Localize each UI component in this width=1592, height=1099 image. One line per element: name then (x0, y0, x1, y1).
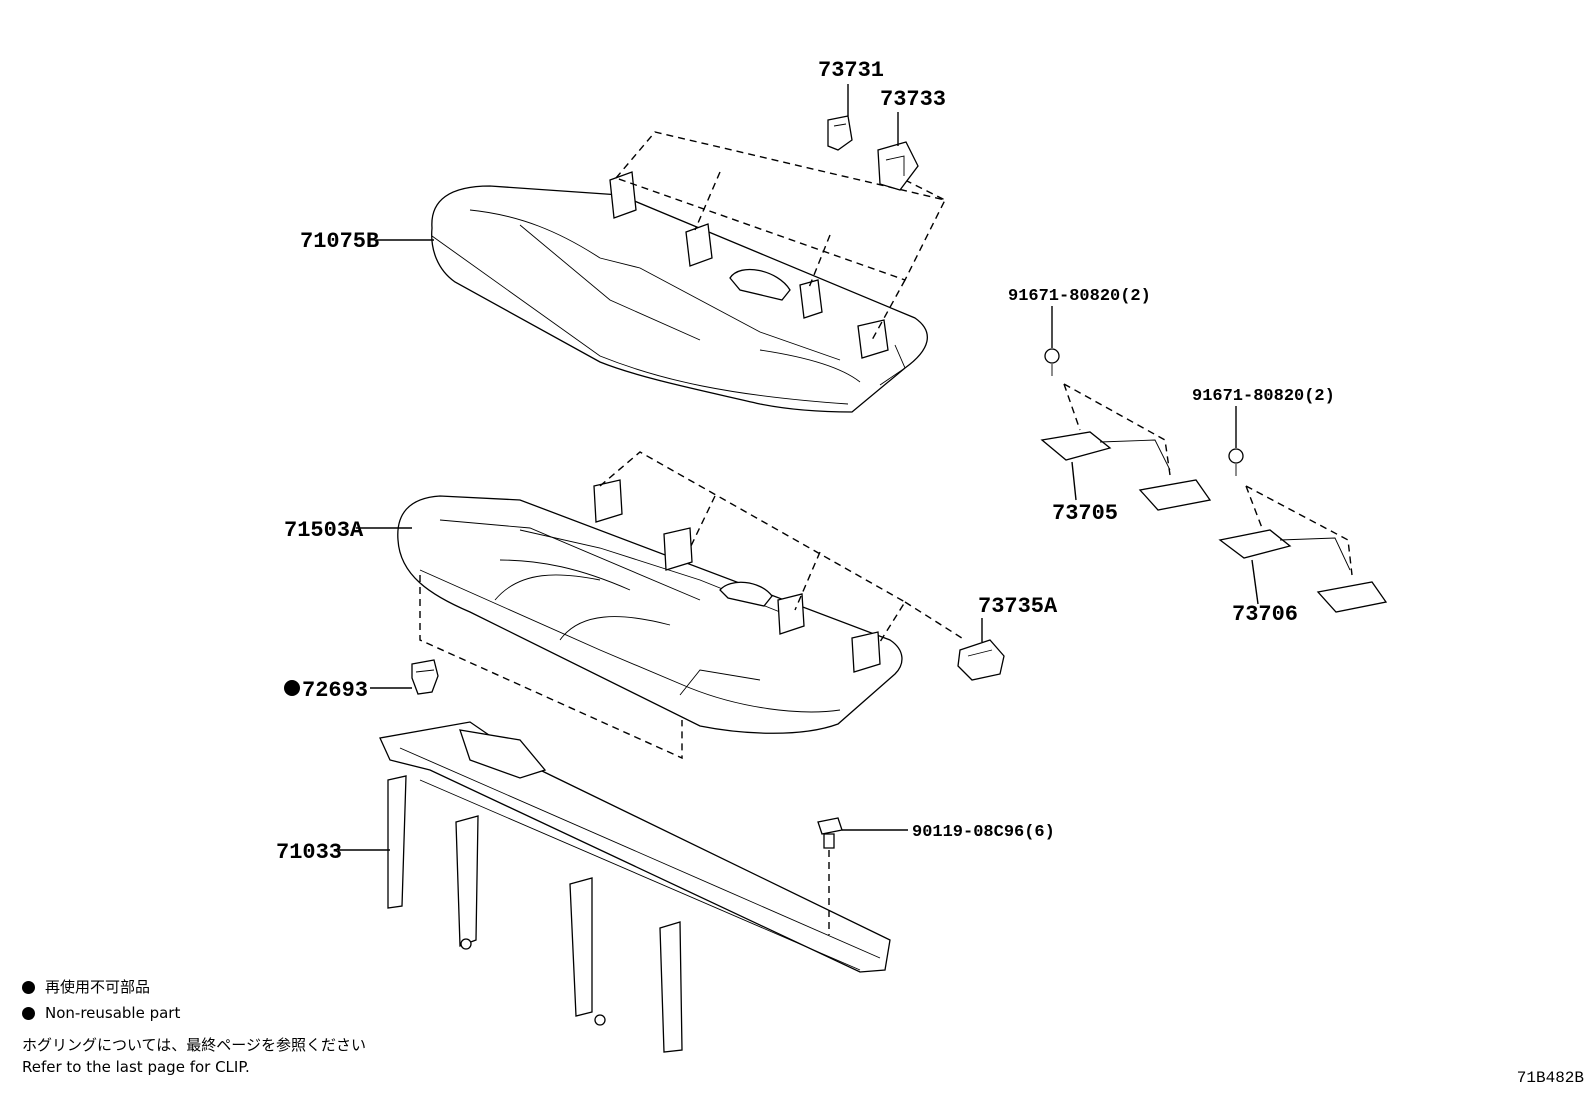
legend-text-en: Non-reusable part (45, 1004, 181, 1022)
bracket-73705 (1040, 348, 1212, 511)
callout-72693: 72693 (302, 678, 368, 703)
legend-non-reusable-jp: 再使用不可部品 (22, 980, 150, 995)
legend-non-reusable-en: Non-reusable part (22, 1006, 180, 1021)
callout-90119-08C96: 90119-08C96(6) (912, 823, 1055, 842)
clip-72693 (411, 659, 439, 695)
clip-note-en: Refer to the last page for CLIP. (22, 1058, 250, 1076)
callout-73733: 73733 (880, 87, 946, 112)
non-reusable-bullet-icon (22, 981, 35, 994)
clip-73735A (957, 639, 1005, 681)
callout-91671-80820-b: 91671-80820(2) (1192, 387, 1335, 406)
callout-73706: 73706 (1232, 602, 1298, 627)
callout-91671-80820-a: 91671-80820(2) (1008, 287, 1151, 306)
leader-lines (338, 84, 1259, 851)
callout-73731: 73731 (818, 58, 884, 83)
clip-73733 (877, 141, 919, 191)
non-reusable-marker-72693 (284, 680, 300, 696)
seat-frame-71033 (379, 721, 891, 1053)
clip-note-jp: ホグリングについては、最終ページを参照ください (22, 1036, 366, 1054)
callout-71033: 71033 (276, 840, 342, 865)
callout-71075B: 71075B (300, 229, 379, 254)
callout-71503A: 71503A (284, 518, 364, 543)
clip-73731 (827, 115, 853, 151)
legend-text-jp: 再使用不可部品 (45, 978, 151, 996)
seat-cushion-pad-71503A (397, 451, 966, 760)
diagram-code: 71B482B (1516, 1069, 1584, 1087)
callout-73705: 73705 (1052, 501, 1118, 526)
non-reusable-bullet-icon (22, 1007, 35, 1020)
bracket-73706 (1218, 448, 1388, 613)
seat-back-pad-71075B (431, 131, 947, 413)
callout-73735A: 73735A (978, 594, 1058, 619)
